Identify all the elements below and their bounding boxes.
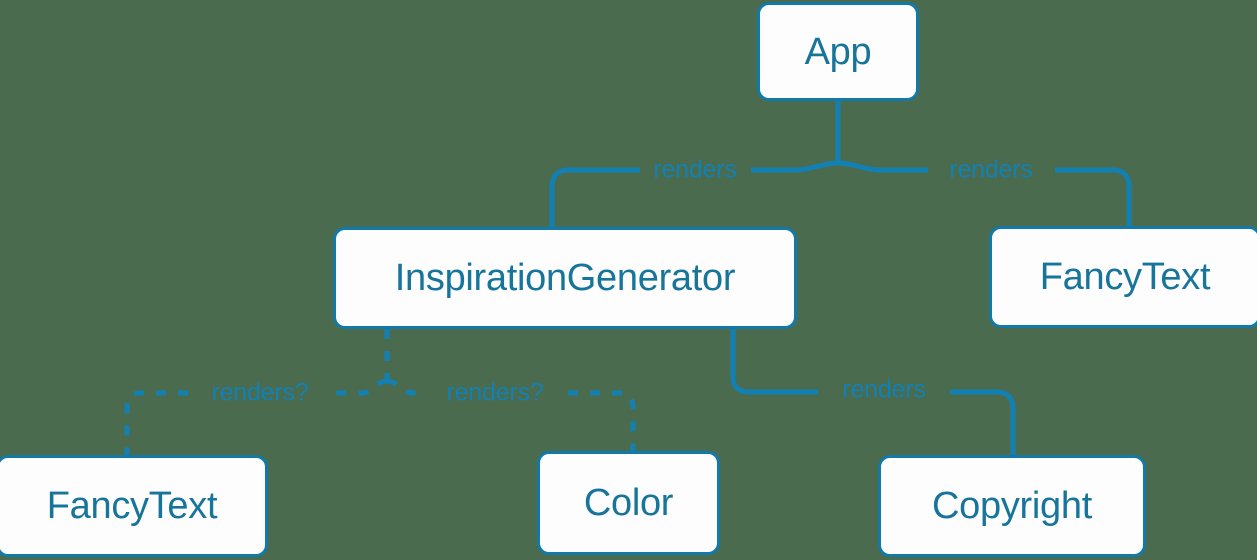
node-app[interactable]: App xyxy=(757,2,919,101)
edge-label-inspirationgenerator-to-copyright: renders xyxy=(842,375,926,404)
node-color-label: Color xyxy=(583,482,674,524)
edge-inspirationgenerator-to-color xyxy=(386,378,636,452)
node-fancytext-left-label: FancyText xyxy=(46,485,218,527)
node-fancytext-right-label: FancyText xyxy=(1039,256,1211,298)
edge-label-inspirationgenerator-to-fancytext-left: renders? xyxy=(211,378,309,407)
node-copyright[interactable]: Copyright xyxy=(878,455,1146,557)
edge-inspirationgenerator-to-fancytext-left xyxy=(124,378,388,455)
node-color[interactable]: Color xyxy=(537,451,720,555)
edge-app-to-fancytext-right xyxy=(837,160,1132,226)
node-fancytext-right[interactable]: FancyText xyxy=(989,226,1257,328)
node-copyright-label: Copyright xyxy=(932,485,1092,527)
edge-label-app-to-fancytext-right: renders xyxy=(949,155,1033,184)
node-inspirationgenerator[interactable]: InspirationGenerator xyxy=(333,227,797,329)
edge-label-app-to-inspirationgenerator: renders xyxy=(653,155,737,184)
edge-label-inspirationgenerator-to-color: renders? xyxy=(446,378,544,407)
node-app-label: App xyxy=(804,30,872,73)
edge-inspirationgenerator-to-copyright xyxy=(730,329,1016,455)
edge-app-to-inspirationgenerator xyxy=(549,160,839,227)
node-inspirationgenerator-label: InspirationGenerator xyxy=(394,257,736,299)
node-fancytext-left[interactable]: FancyText xyxy=(0,455,268,557)
